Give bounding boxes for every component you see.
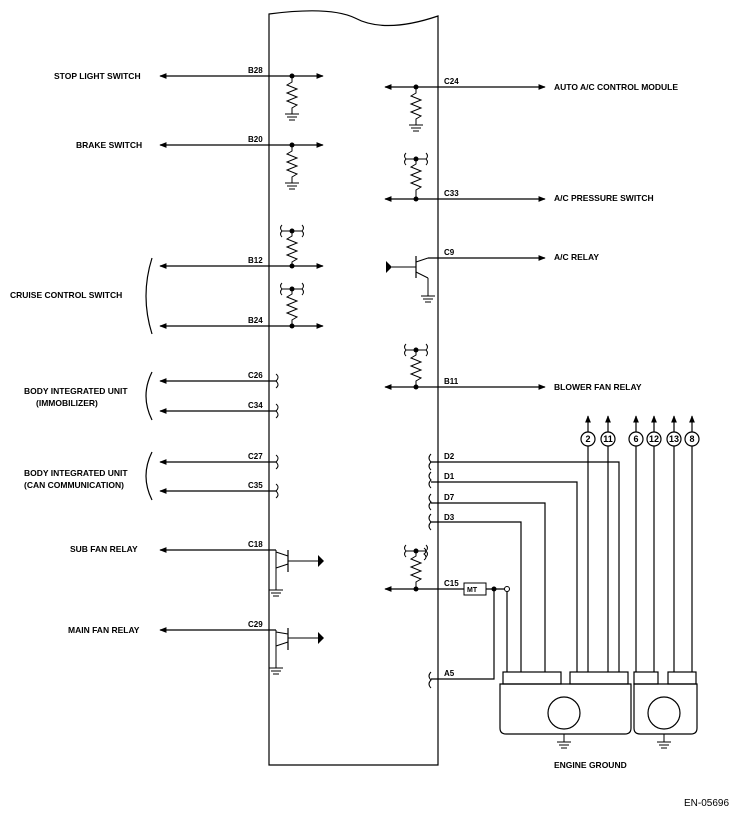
blower-fan-relay-label: BLOWER FAN RELAY — [554, 382, 642, 392]
engine-ground-label: ENGINE GROUND — [554, 760, 627, 770]
cruise-control-circuit — [145, 224, 324, 335]
pin-c33: C33 — [444, 189, 459, 198]
figure-code: EN-05696 — [684, 798, 729, 809]
pin-d3: D3 — [444, 513, 455, 522]
brake-switch-circuit — [159, 142, 324, 190]
pin-c27: C27 — [248, 452, 263, 461]
body-unit-can-sub-label: (CAN COMMUNICATION) — [24, 480, 124, 490]
auto-ac-circuit — [384, 84, 546, 132]
pin-c29: C29 — [248, 620, 263, 629]
main-fan-relay-label: MAIN FAN RELAY — [68, 625, 140, 635]
connector-number-4: 12 — [649, 434, 659, 444]
pin-d2: D2 — [444, 452, 455, 461]
ac-pressure-circuit — [384, 152, 546, 202]
pin-c18: C18 — [248, 540, 263, 549]
connector-number-6: 8 — [689, 434, 694, 444]
connector-number-2: 11 — [603, 434, 613, 444]
connector-number-5: 13 — [669, 434, 679, 444]
body-unit-immobilizer-sub-label: (IMMOBILIZER) — [36, 398, 98, 408]
stop-light-switch-circuit — [159, 73, 324, 121]
auto-ac-control-module-label: AUTO A/C CONTROL MODULE — [554, 82, 678, 92]
cruise-control-switch-label: CRUISE CONTROL SWITCH — [10, 290, 122, 300]
ground-wires — [384, 453, 620, 689]
mt-box-label: MT — [467, 587, 478, 594]
pin-c34: C34 — [248, 401, 263, 410]
pin-d7: D7 — [444, 493, 455, 502]
ac-relay-label: A/C RELAY — [554, 252, 599, 262]
connector-number-1: 2 — [585, 434, 590, 444]
can-communication-circuit — [145, 451, 279, 501]
ac-pressure-switch-label: A/C PRESSURE SWITCH — [554, 193, 654, 203]
pin-c15: C15 — [444, 579, 459, 588]
pin-b12: B12 — [248, 256, 263, 265]
connector-number-circles — [580, 431, 700, 447]
pin-b28: B28 — [248, 66, 263, 75]
pin-c9: C9 — [444, 248, 455, 257]
body-unit-immobilizer-label: BODY INTEGRATED UNIT — [24, 386, 128, 396]
engine-ground-block — [499, 671, 698, 749]
pin-c26: C26 — [248, 371, 263, 380]
blower-fan-circuit — [384, 343, 546, 390]
pin-b24: B24 — [248, 316, 263, 325]
pin-c35: C35 — [248, 481, 263, 490]
ecm-outline — [268, 10, 439, 766]
connector-number-3: 6 — [633, 434, 638, 444]
pin-b11: B11 — [444, 377, 459, 386]
body-unit-can-label: BODY INTEGRATED UNIT — [24, 468, 128, 478]
sub-fan-relay-label: SUB FAN RELAY — [70, 544, 138, 554]
pin-c24: C24 — [444, 77, 459, 86]
pin-a5: A5 — [444, 669, 455, 678]
pin-b20: B20 — [248, 135, 263, 144]
connector-lines — [585, 415, 695, 672]
main-fan-relay-circuit — [159, 627, 324, 675]
immobilizer-circuit — [145, 371, 279, 421]
brake-switch-label: BRAKE SWITCH — [76, 140, 142, 150]
sub-fan-relay-circuit — [159, 547, 324, 597]
stop-light-switch-label: STOP LIGHT SWITCH — [54, 71, 141, 81]
pin-d1: D1 — [444, 472, 455, 481]
ac-relay-circuit — [386, 255, 546, 303]
